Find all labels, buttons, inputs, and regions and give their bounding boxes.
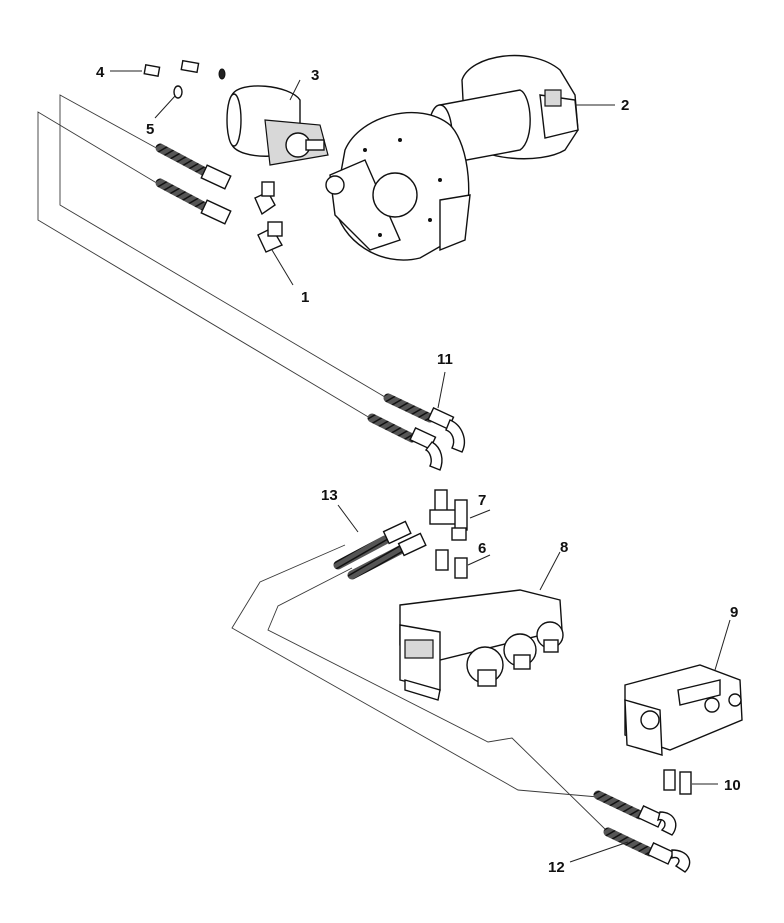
upper-hose-assemblies	[155, 143, 232, 225]
callout-2: 2	[621, 97, 629, 114]
callout-8: 8	[560, 539, 568, 556]
adapter-fittings-6	[435, 549, 491, 579]
callout-6: 6	[478, 540, 486, 557]
callout-3: 3	[311, 67, 319, 84]
callout-13: 13	[321, 487, 338, 504]
callout-7: 7	[478, 492, 486, 509]
valve-9	[624, 619, 743, 756]
hydraulic-motor	[226, 79, 329, 166]
hose-assemblies-12	[569, 790, 691, 873]
hose-assemblies-11	[367, 371, 466, 471]
capscrew-4	[110, 59, 200, 77]
callout-9: 9	[730, 604, 738, 621]
hose-routing-lines	[37, 94, 609, 833]
tee-fitting-7	[429, 489, 491, 541]
callout-4: 4	[96, 64, 105, 81]
adapter-fittings-10	[663, 769, 718, 795]
callout-5: 5	[146, 121, 154, 138]
callout-11: 11	[437, 351, 453, 368]
lockwasher-5	[154, 68, 226, 119]
control-valve-8	[399, 551, 564, 701]
elbow-fittings-1	[254, 181, 294, 286]
hose-assemblies-13	[333, 504, 427, 580]
callout-1: 1	[301, 289, 309, 306]
callout-12: 12	[548, 859, 565, 876]
winch-drum-assembly	[325, 54, 615, 261]
callout-10: 10	[724, 777, 741, 794]
